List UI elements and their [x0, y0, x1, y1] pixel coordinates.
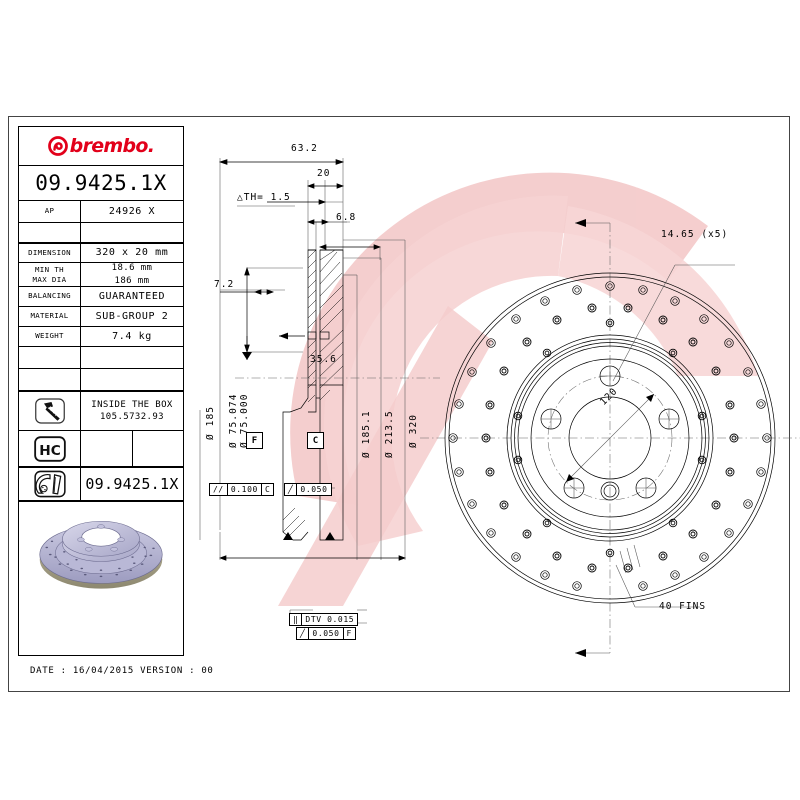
brake-disc-3d-render [19, 502, 183, 599]
minth-label: MIN TH MAX DIA [19, 263, 81, 286]
row-dimension: DIMENSION 320 x 20 mm [19, 243, 183, 263]
fins-callout-label: 40 FINS [659, 601, 707, 612]
dim-inner-braking-dia: Ø 185.1 [361, 410, 372, 458]
parallelism-value: 0.100 [228, 484, 262, 495]
part-code-header: 09.9425.1X [19, 166, 183, 201]
footer-date-version: DATE : 16/04/2015 VERSION : 00 [30, 666, 214, 676]
row-blank-1 [19, 223, 183, 243]
minth-label-line2: MAX DIA [32, 274, 67, 284]
parallelism-tolerance: // 0.100 C [209, 483, 275, 496]
dim-outer-diameter: Ø 320 [408, 413, 419, 448]
row-blank-2 [19, 347, 183, 369]
part-code-text: 09.9425.1X [35, 171, 167, 195]
weight-value: 7.4 kg [112, 330, 152, 342]
balancing-value: GUARANTEED [98, 290, 166, 302]
runout-value: 0.050 [309, 628, 344, 639]
dim-mid-diameter: Ø 213.5 [384, 410, 395, 458]
inside-box-line2: 105.5732.93 [99, 412, 164, 422]
weight-label: WEIGHT [19, 327, 81, 346]
inside-box-line1: INSIDE THE BOX [91, 399, 173, 410]
dtv-symbol: ‖ [290, 614, 303, 625]
datum-f: F [246, 432, 263, 449]
dim-hub-bore-upper: Ø 75.074 [228, 393, 239, 448]
runout-symbol: ╱ [297, 628, 310, 639]
dim-disc-thickness: 20 [317, 168, 331, 179]
blank-value-3 [81, 369, 183, 390]
dtv-tolerance: ‖ DTV 0.015 [289, 613, 359, 626]
row-pad-code: 09.9425.1X [19, 467, 183, 501]
row-min-th: MIN TH MAX DIA 18.6 mm 186 mm [19, 263, 183, 287]
datum-c: C [307, 432, 324, 449]
hole-callout-label: 14.65 (x5) [661, 229, 729, 240]
pad-row-code: 09.9425.1X [85, 475, 179, 493]
ap-label: AP [19, 201, 81, 222]
runout-tolerance: ╱ 0.050 F [296, 627, 356, 640]
row-hc: HC [19, 431, 183, 467]
row-blank-3 [19, 369, 183, 391]
ap-value: 24926 X [108, 205, 156, 217]
material-value: SUB-GROUP 2 [95, 310, 169, 322]
row-ap: AP 24926 X [19, 201, 183, 223]
minth-value: 18.6 mm 186 mm [81, 263, 183, 286]
brembo-circle-logo [47, 136, 68, 156]
dimension-label: DIMENSION [19, 244, 81, 262]
balancing-label: BALANCING [19, 287, 81, 306]
flatness-symbol: ╱ [285, 484, 298, 495]
disc-and-pad-icon [19, 468, 81, 500]
runout-datum: F [346, 629, 352, 638]
material-label: MATERIAL [19, 307, 81, 326]
minth-value-line1: 18.6 mm [111, 263, 153, 274]
screw-icon [19, 392, 81, 430]
brembo-logo: brembo. [19, 127, 183, 166]
blank-label-2 [19, 347, 81, 368]
svg-text:HC: HC [39, 443, 61, 459]
minth-value-line2: 186 mm [114, 275, 150, 286]
row-material: MATERIAL SUB-GROUP 2 [19, 307, 183, 327]
dtv-value: DTV 0.015 [305, 615, 355, 624]
disc-face-view [420, 219, 800, 657]
dim-delta-th: △TH= 1.5 [237, 192, 291, 203]
row-product-image [19, 501, 183, 599]
brembo-wordmark: brembo. [69, 135, 155, 157]
dimension-value: 320 x 20 mm [95, 247, 169, 258]
minth-label-line1: MIN TH [34, 264, 65, 274]
inside-the-box-text: INSIDE THE BOX 105.5732.93 [81, 392, 183, 430]
blank-label-3 [19, 369, 81, 390]
parallelism-datum: C [264, 485, 271, 494]
row-inside-the-box: INSIDE THE BOX 105.5732.93 [19, 391, 183, 431]
blank-value-2 [81, 347, 183, 368]
dim-bell-diameter: Ø 185 [205, 405, 216, 440]
parallelism-symbol: // [210, 484, 228, 495]
hc-cell-left [81, 431, 133, 466]
info-panel: brembo. 09.9425.1X AP 24926 X DIMENSION … [18, 126, 184, 656]
flatness-value: 0.050 [300, 485, 328, 494]
dim-overall-width: 63.2 [291, 143, 318, 154]
hc-badge-icon: HC [19, 431, 81, 466]
drawing-frame [8, 116, 790, 692]
row-balancing: BALANCING GUARANTEED [19, 287, 183, 307]
blank-value-1 [81, 223, 183, 242]
hc-cell-right [133, 431, 184, 466]
dim-hat-depth: 35.6 [310, 354, 337, 365]
dim-inner-plate: 6.8 [336, 212, 357, 223]
dim-hat-offset: 7.2 [214, 279, 235, 290]
blank-label-1 [19, 223, 81, 242]
flatness-tolerance: ╱ 0.050 [284, 483, 332, 496]
row-weight: WEIGHT 7.4 kg [19, 327, 183, 347]
